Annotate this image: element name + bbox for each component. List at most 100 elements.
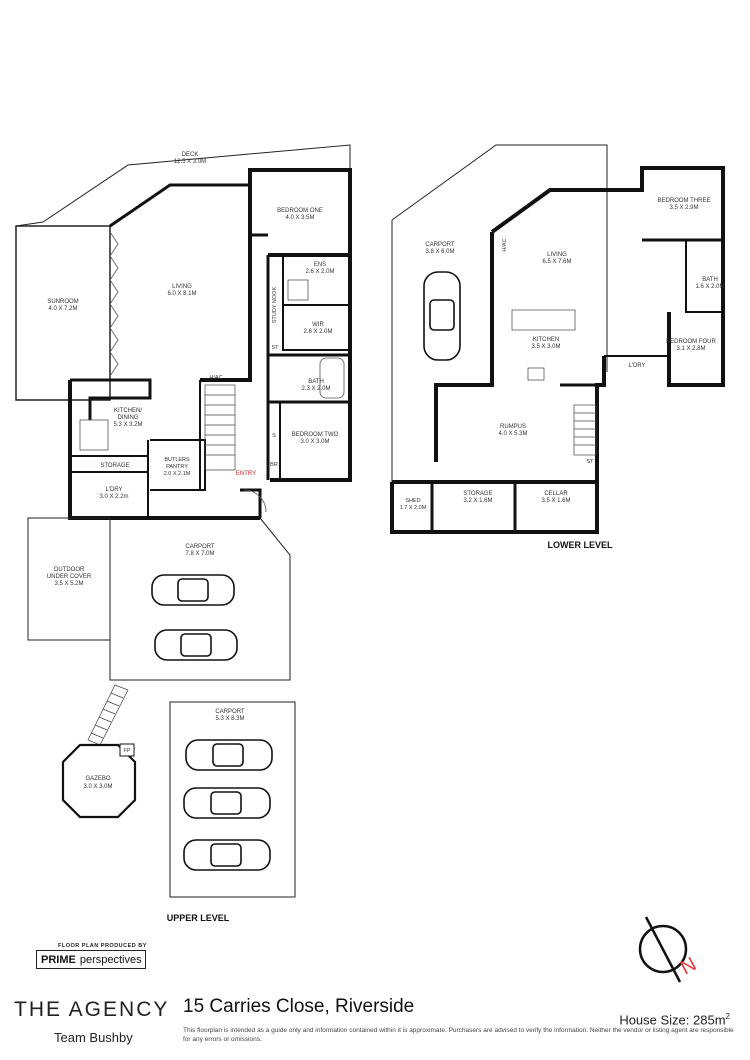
room-label-br: BR	[270, 462, 278, 468]
room-label-under-cover: UNDER COVER	[47, 574, 92, 580]
entry-label: ENTRY	[236, 471, 256, 477]
house-size-unit: 2	[725, 1012, 730, 1021]
room-label-ens: ENS	[314, 262, 326, 268]
car-icon	[154, 629, 238, 661]
producer-brand-rest: perspectives	[79, 953, 142, 966]
upper-wall-11	[70, 378, 152, 420]
producer-brand-bold: PRIME	[41, 953, 76, 966]
car-icon	[151, 574, 235, 606]
gazebo-stairs	[87, 684, 129, 746]
car-icon	[183, 787, 271, 819]
lower-level-title: LOWER LEVEL	[548, 540, 614, 550]
room-dims-kitchen-lower: 3.5 X 3.0M	[531, 344, 560, 350]
fireplace	[119, 743, 135, 757]
deck-outline	[15, 144, 351, 480]
room-dims-carport-2: 5.3 X 8.3M	[215, 716, 244, 722]
room-dims-living: 6.0 X 8.1M	[167, 291, 196, 297]
lower-wall-5	[667, 292, 725, 387]
upper-wall-7	[282, 305, 350, 351]
upper-stairs	[204, 384, 236, 471]
room-label-bedroom-four: BEDROOM FOUR	[666, 339, 716, 345]
room-label-rumpus: RUMPUS	[500, 424, 526, 430]
room-label-butlers: BUTLERS	[164, 457, 190, 463]
room-label-ldry-upper: L'DRY	[105, 487, 122, 493]
room-label-sunroom: SUNROOM	[47, 299, 78, 305]
lower-wall-7	[392, 356, 606, 484]
ens-shower	[287, 279, 309, 301]
room-label-bedroom-two: BEDROOM TWO	[292, 432, 339, 438]
house-size-text: House Size: 285m	[619, 1012, 726, 1028]
agency-logo: THE AGENCY	[14, 998, 170, 1021]
upper-wall-1	[248, 168, 352, 255]
living-window-wall	[109, 183, 250, 228]
lower-wall-4	[685, 240, 723, 313]
room-dims-bath-upper: 2.3 X 2.0M	[301, 386, 330, 392]
room-dims-ens: 2.6 X 2.0M	[305, 269, 334, 275]
room-dims-storage-lower: 3.2 X 1.6M	[463, 498, 492, 504]
room-label-cellar: CELLAR	[544, 491, 568, 497]
lower-stairs	[573, 404, 597, 456]
room-dims-cellar: 3.5 X 1.6M	[541, 498, 570, 504]
bifold-doors	[109, 231, 119, 377]
room-label-living: LIVING	[172, 284, 192, 290]
room-label-deck: DECK	[182, 152, 199, 158]
room-label-carport-2: CARPORT	[215, 709, 245, 715]
lower-level-plan: BEDROOM THREE 3.5 X 2.9M CARPORT 3.8 X 6…	[390, 144, 725, 550]
upper-wall-2	[200, 185, 252, 382]
room-label-bedroom-one: BEDROOM ONE	[277, 208, 323, 214]
room-label-storage-upper: STORAGE	[100, 463, 129, 469]
room-dims-bedroom-two: 3.0 X 3.0M	[300, 439, 329, 445]
room-dims-butlers-pantry: 2.0 X 2.1M	[164, 471, 191, 477]
room-label-living-lower: LIVING	[547, 252, 567, 258]
compass-icon: N	[638, 916, 700, 983]
room-dims-carport-upper: 7.8 X 7.0M	[185, 551, 214, 557]
room-dims-rumpus: 4.0 X 5.3M	[498, 431, 527, 437]
kitchen-island	[79, 419, 109, 451]
room-label-st-upper: ST	[271, 345, 279, 351]
room-dims-ldry-upper: 3.0 X 2.2m	[99, 494, 128, 500]
car-icon	[185, 739, 273, 771]
room-label-fp: FP	[123, 748, 130, 754]
room-dims-bedroom-one: 4.0 X 3.5M	[285, 215, 314, 221]
room-label-st-lower: ST	[586, 459, 594, 465]
compass-north-letter: N	[677, 953, 700, 979]
room-dims-wir: 2.6 X 2.0M	[303, 329, 332, 335]
car-icon	[183, 839, 271, 871]
disclaimer-text: This floorplan is intended as a guide on…	[183, 1027, 734, 1043]
car-icon	[423, 271, 461, 361]
room-label-wir: WIR	[312, 322, 324, 328]
lower-wall-2	[434, 232, 494, 462]
room-label-kitchen: KITCHEN/	[114, 408, 142, 414]
floor-plan: DECK 12.5 X 3.0M BEDROOM ONE 4.0 X 3.5M …	[15, 144, 725, 923]
room-label-storage-lower: STORAGE	[463, 491, 492, 497]
kitchen-bench	[511, 309, 576, 331]
room-label-kitchen-lower: KITCHEN	[533, 337, 559, 343]
room-label-bath-upper: BATH	[308, 379, 324, 385]
bath-tub	[319, 357, 345, 399]
room-dims-gazebo: 3.0 X 3.0M	[83, 784, 112, 790]
room-dims-sunroom: 4.0 X 7.2M	[48, 306, 77, 312]
room-dims-deck: 12.5 X 3.0M	[174, 159, 206, 165]
upper-level-plan: DECK 12.5 X 3.0M BEDROOM ONE 4.0 X 3.5M …	[15, 144, 352, 923]
room-label-gazebo: GAZEBO	[85, 776, 110, 782]
room-label-carport-upper: CARPORT	[185, 544, 215, 550]
room-label-bath-lower: BATH	[702, 277, 718, 283]
agency-team: Team Bushby	[54, 1030, 133, 1045]
producer-logo: PRIME perspectives	[36, 950, 146, 969]
room-label-ldry-lower: L'DRY	[628, 363, 645, 369]
room-dims-outdoor: 3.5 X 5.2M	[54, 581, 83, 587]
house-size: House Size: 285m2	[619, 1012, 730, 1027]
listing-address: 15 Carries Close, Riverside	[183, 996, 415, 1017]
room-label-bedroom-three: BEDROOM THREE	[658, 198, 711, 204]
room-label-s: S	[272, 433, 276, 439]
sunroom-outline	[15, 225, 111, 401]
room-dims-bath-lower: 1.6 X 2.0M	[695, 284, 724, 290]
room-label-pantry: PANTRY	[166, 464, 188, 470]
producer-caption: FLOOR PLAN PRODUCED BY	[58, 943, 147, 949]
room-label-hac: H/AC	[209, 375, 222, 381]
kitchen-cooktop	[527, 367, 545, 381]
upper-level-title: UPPER LEVEL	[167, 913, 230, 923]
lower-wall-8	[390, 482, 599, 534]
room-label-outdoor: OUTDOOR	[54, 567, 85, 573]
outdoor-under-cover-outline	[27, 517, 111, 641]
